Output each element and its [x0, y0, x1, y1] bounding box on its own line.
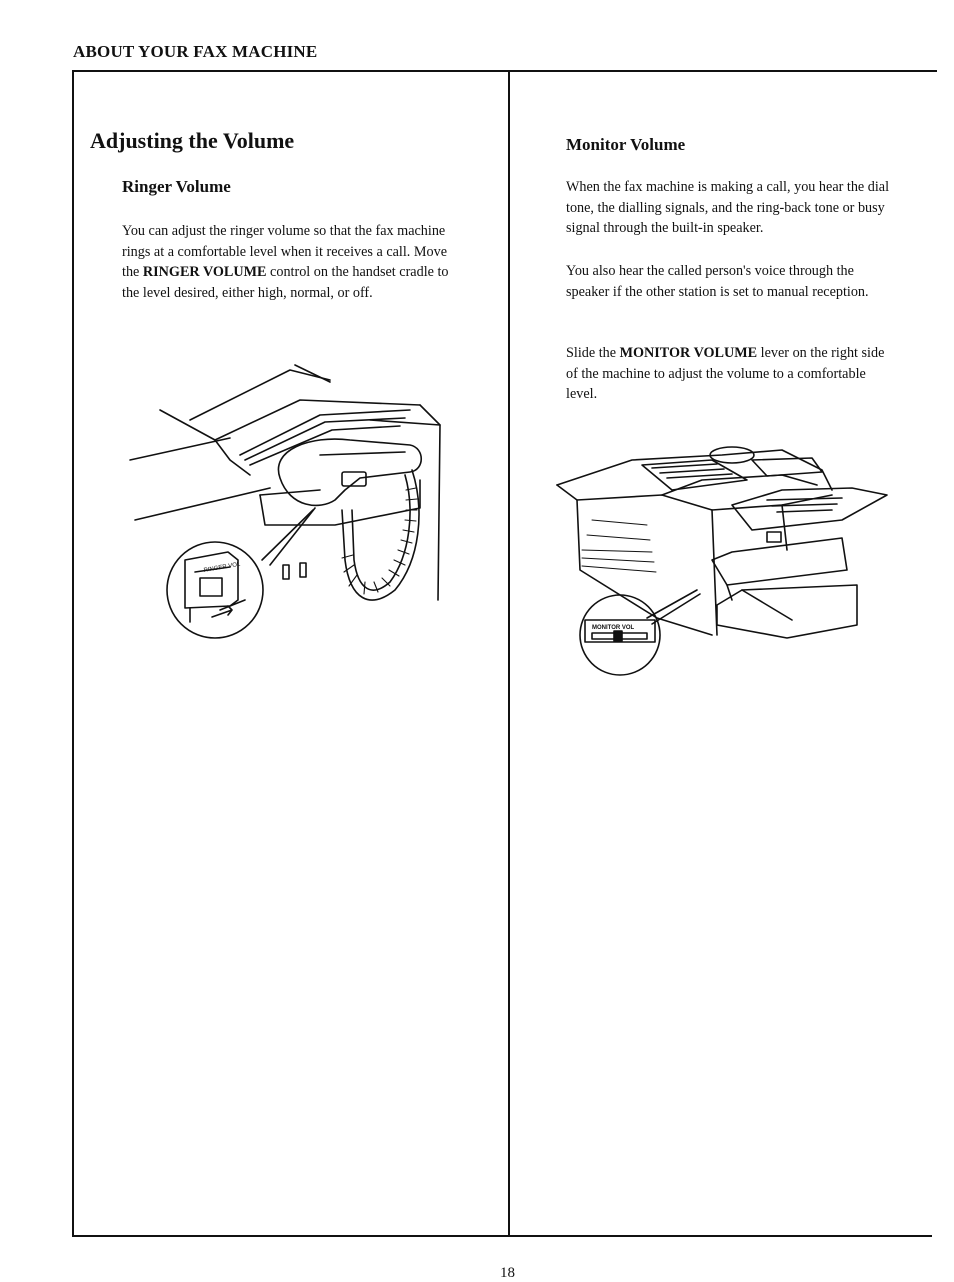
frame-bottom-border: [72, 1235, 932, 1237]
monitor-paragraph-2: You also hear the called person's voice …: [566, 263, 869, 300]
fax-machine-illustration: MONITOR VOL: [556, 446, 888, 676]
column-divider: [508, 70, 510, 1237]
ringer-volume-heading: Ringer Volume: [122, 177, 231, 196]
handset-cradle-illustration: RINGER VOL: [129, 364, 441, 639]
monitor-paragraph-3: Slide the MONITOR VOLUME lever on the ri…: [566, 345, 885, 402]
monitor-paragraph-1: When the fax machine is making a call, y…: [566, 179, 890, 236]
section-title: Adjusting the Volume: [90, 128, 295, 153]
running-header: ABOUT YOUR FAX MACHINE: [73, 42, 318, 61]
ringer-volume-paragraph: You can adjust the ringer volume so that…: [122, 223, 449, 301]
monitor-vol-dial-label: MONITOR VOL: [592, 625, 635, 631]
monitor-volume-heading: Monitor Volume: [566, 135, 686, 154]
ringer-vol-dial-label: RINGER VOL: [203, 562, 241, 574]
header-rule: [72, 70, 937, 72]
frame-left-border: [72, 70, 74, 1237]
page-number: 18: [500, 1265, 515, 1281]
